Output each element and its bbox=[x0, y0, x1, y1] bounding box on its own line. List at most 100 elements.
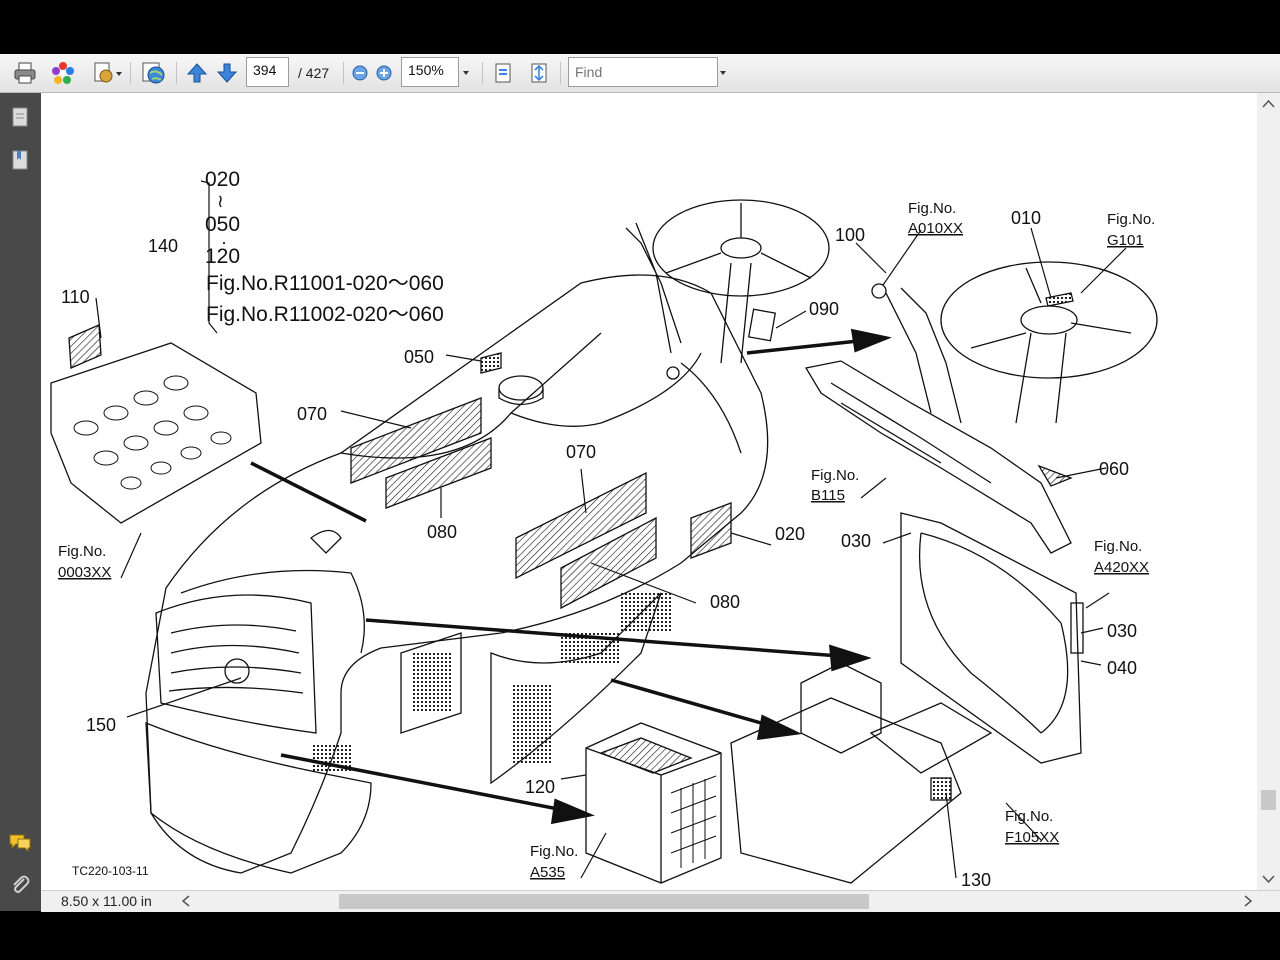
sparkle-icon bbox=[52, 62, 74, 84]
find-input[interactable] bbox=[568, 57, 718, 87]
front-grille bbox=[155, 594, 317, 734]
scroll-up-icon[interactable] bbox=[1257, 95, 1280, 113]
zoom-in-icon bbox=[376, 65, 392, 81]
print-icon bbox=[14, 62, 36, 84]
steering-wheel-left bbox=[652, 199, 830, 297]
next-page-button[interactable] bbox=[214, 59, 240, 87]
fig-ref-b115-label: Fig.No. bbox=[811, 467, 859, 484]
callout-140-ref1: Fig.No.R11001-020～060 bbox=[206, 272, 444, 295]
callout-070-top: 070 bbox=[297, 404, 327, 424]
fig-ref-0003xx: 0003XX bbox=[58, 564, 111, 581]
fig-ref-a535-label: Fig.No. bbox=[530, 843, 578, 860]
callout-110: 110 bbox=[61, 287, 90, 307]
hood-outline bbox=[145, 274, 769, 874]
toolbar: 394 / 427 150% bbox=[0, 54, 1280, 93]
previous-page-button[interactable] bbox=[184, 59, 210, 87]
fig-ref-a010xx-label: Fig.No. bbox=[908, 200, 956, 217]
horizontal-scroll-thumb[interactable] bbox=[339, 894, 869, 909]
callout-140-tilde: ≀ bbox=[217, 191, 224, 211]
fit-width-button[interactable] bbox=[526, 59, 552, 87]
callout-080-side: 080 bbox=[710, 592, 740, 612]
fig-ref-a535: A535 bbox=[530, 864, 565, 881]
cylinder-head bbox=[50, 342, 262, 524]
callout-100: 100 bbox=[835, 225, 865, 245]
page-number-input[interactable]: 394 bbox=[246, 57, 289, 87]
page-tools-button[interactable] bbox=[86, 59, 122, 87]
fig-ref-g101-label: Fig.No. bbox=[1107, 211, 1155, 228]
scroll-right-icon[interactable] bbox=[1241, 892, 1255, 910]
page-size-label: 8.50 x 11.00 in bbox=[61, 893, 152, 909]
zoom-dropdown-button[interactable] bbox=[459, 59, 473, 87]
scroll-left-icon[interactable] bbox=[179, 892, 193, 910]
fig-ref-b115: B115 bbox=[811, 487, 845, 504]
fig-ref-a420xx-label: Fig.No. bbox=[1094, 538, 1142, 555]
fig-ref-a420xx: A420XX bbox=[1094, 559, 1149, 576]
callout-050: 050 bbox=[404, 347, 434, 367]
fig-ref-f105xx-label: Fig.No. bbox=[1005, 808, 1053, 825]
page-dropdown-icon bbox=[94, 62, 113, 83]
callout-150: 150 bbox=[86, 715, 116, 735]
callout-090: 090 bbox=[809, 299, 839, 319]
fig-ref-g101: G101 bbox=[1107, 232, 1144, 249]
decal-020 bbox=[690, 502, 732, 559]
print-button[interactable] bbox=[10, 59, 40, 87]
callout-140: 140 bbox=[148, 236, 178, 256]
chevron-down-icon bbox=[720, 71, 726, 75]
diagram-code: TC220-103-11 bbox=[72, 864, 149, 878]
callout-140-dot: · bbox=[221, 232, 227, 252]
callout-130: 130 bbox=[961, 870, 991, 890]
callout-140-020: 020 bbox=[205, 168, 240, 191]
comments-panel-button[interactable] bbox=[8, 831, 32, 855]
find-options-button[interactable] bbox=[718, 59, 728, 87]
globe-page-icon bbox=[142, 62, 165, 84]
vertical-scroll-thumb[interactable] bbox=[1261, 790, 1276, 810]
callout-030-right: 030 bbox=[1107, 621, 1137, 641]
scroll-down-icon[interactable] bbox=[1257, 870, 1280, 888]
callout-060: 060 bbox=[1099, 459, 1129, 479]
callout-040: 040 bbox=[1107, 658, 1137, 678]
decal-070-top bbox=[350, 397, 482, 484]
callout-030-left: 030 bbox=[841, 531, 871, 551]
callout-120: 120 bbox=[525, 777, 555, 797]
document-viewport[interactable]: 140 020 ≀ 050 · 120 Fig.No.R11001-020～06… bbox=[41, 93, 1257, 890]
decal-070-side bbox=[515, 471, 647, 580]
callout-140-ref2: Fig.No.R11002-020～060 bbox=[206, 303, 444, 326]
vertical-scrollbar[interactable] bbox=[1257, 93, 1280, 890]
fit-width-icon bbox=[531, 63, 547, 83]
fit-page-button[interactable] bbox=[490, 59, 516, 87]
callout-080-top: 080 bbox=[427, 522, 457, 542]
decal-080-top bbox=[385, 437, 492, 509]
navigation-sidebar bbox=[0, 93, 41, 911]
zoom-select[interactable]: 150% bbox=[401, 57, 459, 87]
status-bar: 8.50 x 11.00 in bbox=[41, 890, 1280, 912]
pages-panel-button[interactable] bbox=[8, 105, 32, 129]
steering-wheel-right bbox=[940, 261, 1158, 379]
dashboard-panel bbox=[804, 360, 1072, 554]
callout-020: 020 bbox=[775, 524, 805, 544]
zoom-out-button[interactable] bbox=[350, 59, 370, 87]
zoom-out-icon bbox=[352, 65, 368, 81]
callout-070-side: 070 bbox=[566, 442, 596, 462]
web-capture-button[interactable] bbox=[138, 59, 168, 87]
zoom-in-button[interactable] bbox=[374, 59, 394, 87]
arrow-up-icon bbox=[186, 63, 208, 83]
fan-shroud bbox=[900, 512, 1082, 764]
attachment-icon bbox=[13, 875, 30, 893]
callout-140-120: 120 bbox=[205, 245, 240, 268]
decal-080-side bbox=[560, 516, 657, 610]
battery-bracket bbox=[730, 697, 962, 884]
attachments-panel-button[interactable] bbox=[8, 873, 32, 897]
comments-icon bbox=[9, 834, 31, 853]
arrow-down-icon bbox=[216, 63, 238, 83]
callout-140-050: 050 bbox=[205, 213, 240, 236]
page-total: / 427 bbox=[298, 65, 330, 81]
chevron-down-icon bbox=[463, 71, 469, 75]
fig-ref-a010xx: A010XX bbox=[908, 220, 963, 237]
bookmarks-panel-icon bbox=[12, 150, 28, 170]
fig-ref-0003xx-label: Fig.No. bbox=[58, 543, 106, 560]
bookmarks-panel-button[interactable] bbox=[8, 148, 32, 172]
parts-diagram: 140 020 ≀ 050 · 120 Fig.No.R11001-020～06… bbox=[50, 168, 1158, 890]
fit-page-icon bbox=[495, 63, 511, 83]
battery bbox=[585, 722, 722, 884]
sparkle-button[interactable] bbox=[48, 59, 78, 87]
